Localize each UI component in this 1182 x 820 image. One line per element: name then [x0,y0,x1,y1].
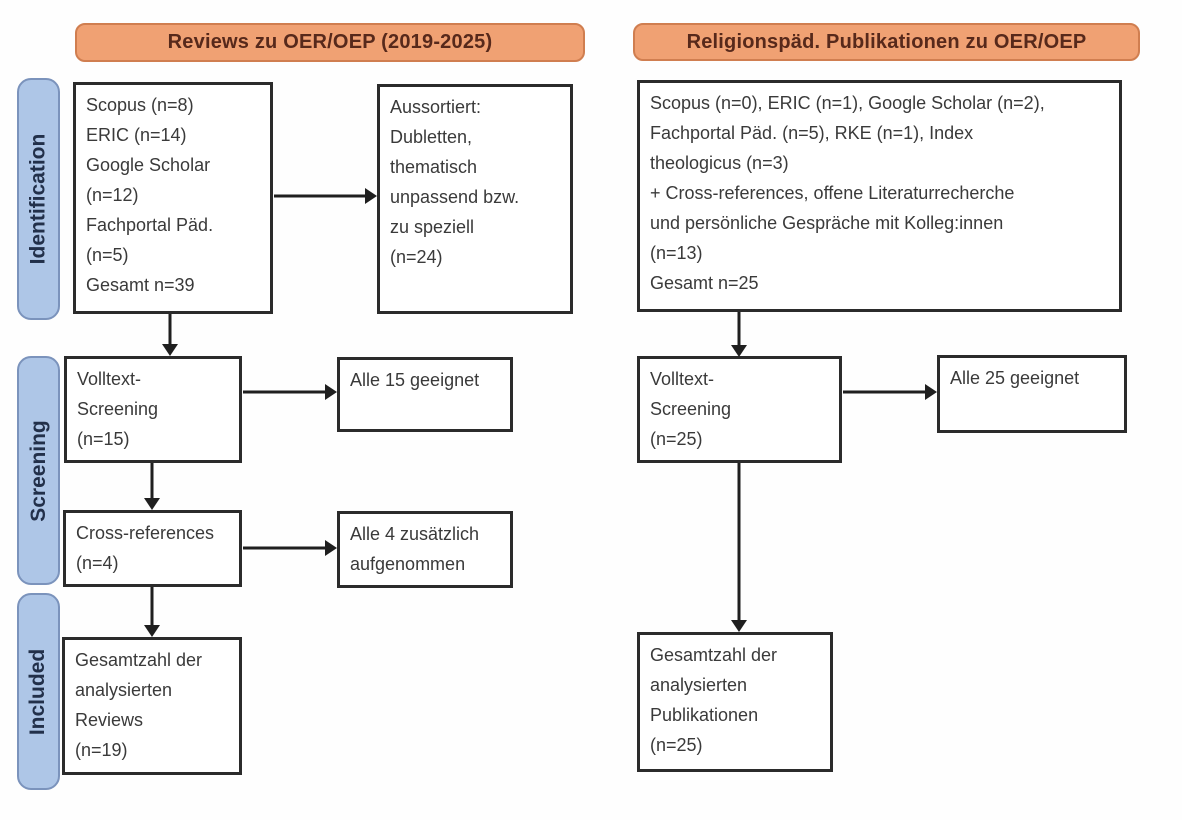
arrow-left-fulltext-to-crossref [144,463,160,510]
arrow-left-fulltext-to-result [243,384,337,400]
arrow-right-sources-to-fulltext [731,312,747,357]
arrow-head [144,498,160,510]
stage-pill-identification: Identification [17,78,60,320]
stage-pill-included: Included [17,593,60,790]
stage-label-included: Included [26,648,50,735]
arrow-shaft [737,463,741,622]
arrow-shaft [243,546,327,550]
arrow-shaft [737,312,741,347]
box-left-cross-references: Cross-references (n=4) [63,510,242,587]
arrow-head [144,625,160,637]
box-left-crossref-result: Alle 4 zusätzlich aufgenommen [337,511,513,588]
arrow-shaft [150,587,154,627]
arrow-head [325,384,337,400]
box-right-fulltext-screening: Volltext- Screening (n=25) [637,356,842,463]
box-right-fulltext-result: Alle 25 geeignet [937,355,1127,433]
stage-label-screening: Screening [26,419,50,522]
arrow-shaft [243,390,327,394]
arrow-shaft [843,390,927,394]
arrow-right-fulltext-to-included [731,463,747,632]
arrow-right-fulltext-to-result [843,384,937,400]
arrow-head [731,620,747,632]
arrow-head [162,344,178,356]
box-right-sources: Scopus (n=0), ERIC (n=1), Google Scholar… [637,80,1122,312]
arrow-shaft [168,314,172,346]
box-right-included-total: Gesamtzahl der analysierten Publikatione… [637,632,833,772]
column-header-religionspaed-label: Religionspäd. Publikationen zu OER/OEP [686,30,1087,53]
stage-label-identification: Identification [26,133,50,265]
box-left-sources: Scopus (n=8) ERIC (n=14) Google Scholar … [73,82,273,314]
arrow-left-crossref-to-result [243,540,337,556]
box-left-excluded: Aussortiert: Dubletten, thematisch unpas… [377,84,573,314]
column-header-reviews-label: Reviews zu OER/OEP (2019-2025) [167,31,493,53]
arrow-head [925,384,937,400]
stage-pill-screening: Screening [17,356,60,585]
box-left-fulltext-screening: Volltext- Screening (n=15) [64,356,242,463]
box-left-fulltext-result: Alle 15 geeignet [337,357,513,432]
arrow-left-sources-to-fulltext [162,314,178,356]
arrow-head [325,540,337,556]
arrow-left-crossref-to-included [144,587,160,637]
box-left-included-total: Gesamtzahl der analysierten Reviews (n=1… [62,637,242,775]
arrow-left-sources-to-excluded [274,188,377,204]
arrow-head [365,188,377,204]
column-header-reviews: Reviews zu OER/OEP (2019-2025) [75,23,585,62]
arrow-shaft [150,463,154,500]
column-header-religionspaed: Religionspäd. Publikationen zu OER/OEP [633,23,1140,61]
arrow-shaft [274,194,367,198]
arrow-head [731,345,747,357]
